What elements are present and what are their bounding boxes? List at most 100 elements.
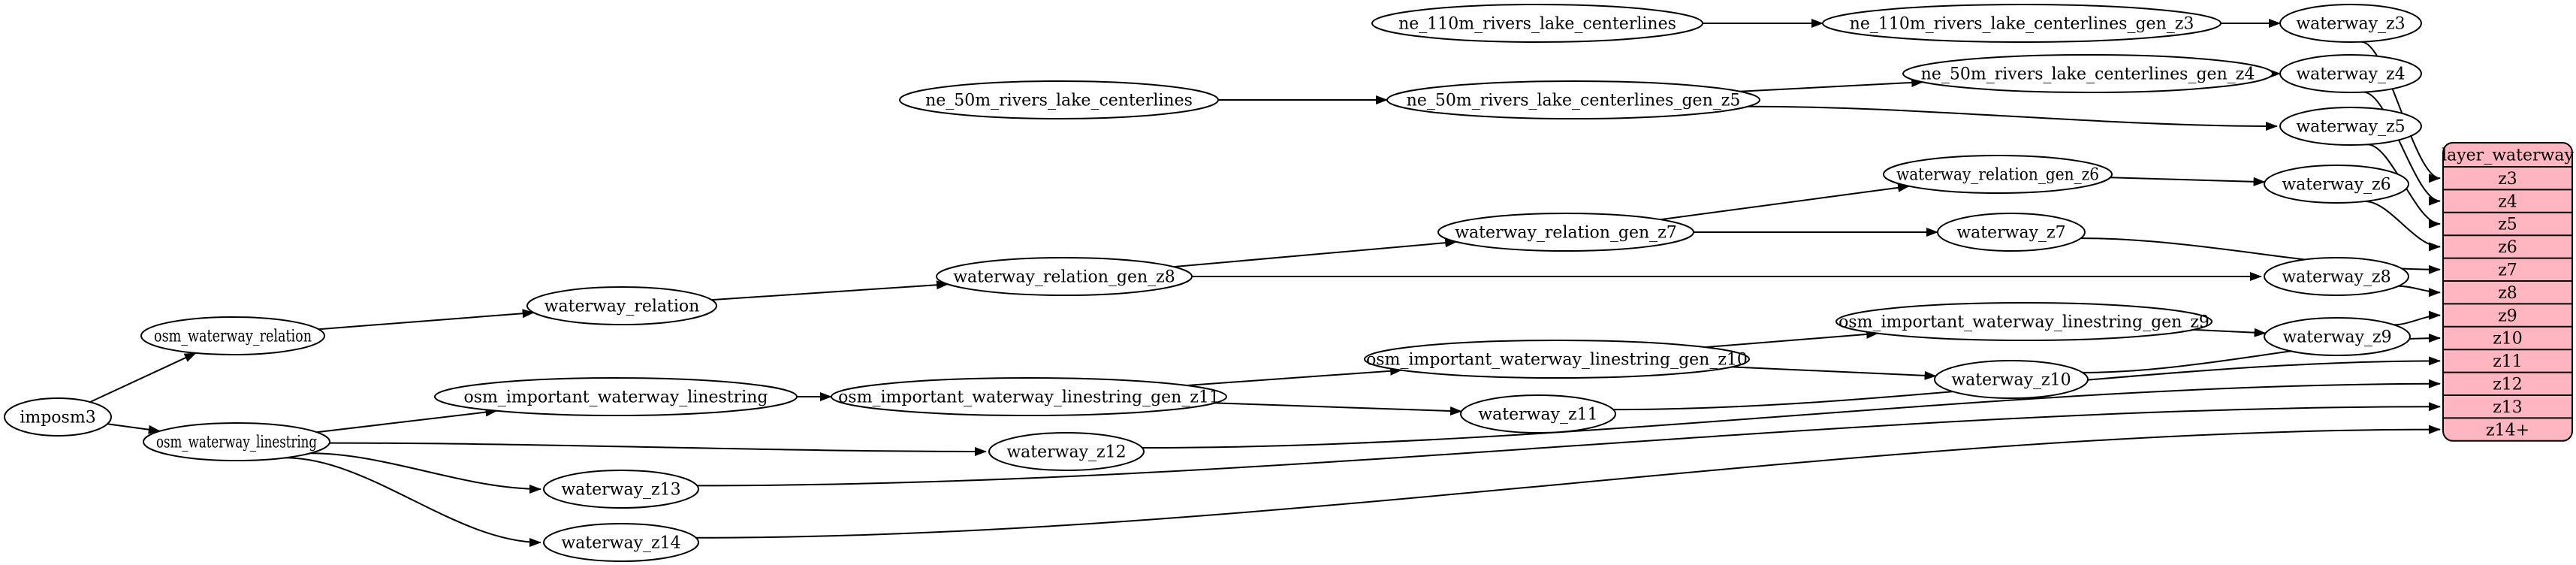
osm_important_waterway_linestring-ellipse bbox=[434, 377, 798, 416]
osm_important_waterway_linestring_gen_z9-label: osm_important_waterway_linestring_gen_z9 bbox=[1838, 313, 2210, 332]
edge-waterway_relation_gen_z8-to-waterway_relation_gen_z7 bbox=[1173, 238, 1458, 268]
node-waterway_relation: waterway_relation bbox=[526, 286, 717, 325]
node-waterway_z12: waterway_z12 bbox=[988, 432, 1145, 471]
edge-waterway_relation_gen_z7-to-waterway_relation_gen_z6 bbox=[1660, 183, 1911, 221]
node-waterway_z4: waterway_z4 bbox=[2279, 54, 2422, 93]
node-waterway_z3: waterway_z3 bbox=[2279, 4, 2422, 43]
waterway_z5-ellipse bbox=[2279, 107, 2422, 146]
node-waterway_z13: waterway_z13 bbox=[543, 470, 699, 509]
waterway_z11-ellipse bbox=[1460, 394, 1616, 434]
table-row-z4: z4 bbox=[2498, 192, 2517, 211]
table-row-z7: z7 bbox=[2498, 261, 2517, 280]
node-osm_important_waterway_linestring: osm_important_waterway_linestring bbox=[434, 377, 798, 416]
edge-layer bbox=[89, 19, 2441, 547]
edge-imposm3-to-osm_waterway_relation bbox=[89, 352, 197, 403]
node-ne_50m_rivers_lake_centerlines: ne_50m_rivers_lake_centerlines bbox=[899, 80, 1219, 119]
waterway_z11-label: waterway_z11 bbox=[1478, 406, 1597, 425]
edge-imposm3-to-osm_waterway_linestring bbox=[107, 423, 161, 434]
ne_50m_rivers_lake_centerlines-ellipse bbox=[899, 80, 1219, 119]
layer-waterway-table: layer_waterwayz3z4z5z6z7z8z9z10z11z12z13… bbox=[2442, 142, 2574, 442]
edge-osm_waterway_linestring-to-waterway_z14 bbox=[285, 457, 541, 547]
edge-waterway_z9-to-table-z9 bbox=[2394, 310, 2441, 326]
imposm3-label: imposm3 bbox=[20, 409, 95, 428]
edge-waterway_relation-to-waterway_relation_gen_z8 bbox=[711, 280, 949, 301]
node-ne_50m_rivers_lake_centerlines_gen_z4: ne_50m_rivers_lake_centerlines_gen_z4 bbox=[1902, 54, 2273, 93]
edge-waterway_z14-to-table-z14+ bbox=[695, 425, 2441, 539]
node-ne_110m_rivers_lake_centerlines_gen_z3: ne_110m_rivers_lake_centerlines_gen_z3 bbox=[1822, 4, 2222, 43]
waterway_z6-ellipse bbox=[2264, 165, 2409, 204]
edge-ne_50m_rivers_lake_centerlines_gen_z5-to-ne_50m_rivers_lake_centerlines_gen_z4 bbox=[1739, 77, 1924, 92]
waterway_z4-ellipse bbox=[2279, 54, 2422, 93]
waterway_relation_gen_z8-label: waterway_relation_gen_z8 bbox=[953, 268, 1175, 287]
osm_waterway_linestring-label: osm_waterway_linestring bbox=[156, 434, 317, 452]
node-osm_important_waterway_linestring_gen_z11: osm_important_waterway_linestring_gen_z1… bbox=[831, 377, 1227, 416]
waterway_z7-label: waterway_z7 bbox=[1956, 224, 2065, 243]
osm_important_waterway_linestring-label: osm_important_waterway_linestring bbox=[463, 388, 768, 407]
table-row-z8: z8 bbox=[2498, 284, 2517, 303]
node-osm_important_waterway_linestring_gen_z10: osm_important_waterway_linestring_gen_z1… bbox=[1364, 340, 1750, 379]
edge-waterway_z6-to-table-z6 bbox=[2364, 201, 2441, 252]
node-waterway_z11: waterway_z11 bbox=[1460, 394, 1616, 434]
waterway_z12-label: waterway_z12 bbox=[1006, 443, 1126, 462]
edge-osm_important_waterway_linestring_gen_z11-to-waterway_z11 bbox=[1214, 402, 1462, 415]
waterway_z4-label: waterway_z4 bbox=[2296, 65, 2405, 84]
osm_waterway_relation-label: osm_waterway_relation bbox=[154, 328, 312, 346]
node-waterway_relation_gen_z7: waterway_relation_gen_z7 bbox=[1437, 213, 1694, 252]
table-row-z13: z13 bbox=[2493, 398, 2523, 417]
node-waterway_z10: waterway_z10 bbox=[1934, 360, 2089, 399]
edge-osm_important_waterway_linestring_gen_z9-to-waterway_z9 bbox=[2193, 328, 2267, 337]
edge-waterway_z13-to-table-z13 bbox=[697, 402, 2441, 487]
waterway_z10-label: waterway_z10 bbox=[1951, 371, 2071, 390]
waterway_relation_gen_z6-ellipse bbox=[1883, 155, 2113, 194]
edge-osm_important_waterway_linestring_gen_z10-to-waterway_z10 bbox=[1731, 366, 1937, 380]
osm_important_waterway_linestring_gen_z10-label: osm_important_waterway_linestring_gen_z1… bbox=[1366, 351, 1748, 370]
node-waterway_z7: waterway_z7 bbox=[1937, 213, 2086, 252]
osm_important_waterway_linestring_gen_z9-ellipse bbox=[1835, 302, 2213, 341]
table-row-z12: z12 bbox=[2493, 376, 2523, 394]
waterway_z14-label: waterway_z14 bbox=[561, 534, 680, 553]
edge-osm_waterway_linestring-to-osm_important_waterway_linestring bbox=[316, 407, 498, 434]
waterway_z3-ellipse bbox=[2279, 4, 2422, 43]
edge-waterway_relation_gen_z6-to-waterway_z6 bbox=[2110, 177, 2266, 186]
waterway_relation_gen_z7-label: waterway_relation_gen_z7 bbox=[1455, 224, 1677, 243]
ne_110m_rivers_lake_centerlines-ellipse bbox=[1371, 4, 1703, 43]
node-waterway_z8: waterway_z8 bbox=[2264, 257, 2409, 296]
edge-waterway_z8-to-table-z8 bbox=[2398, 285, 2441, 298]
osm_important_waterway_linestring_gen_z11-label: osm_important_waterway_linestring_gen_z1… bbox=[838, 388, 1220, 407]
node-osm_important_waterway_linestring_gen_z9: osm_important_waterway_linestring_gen_z9 bbox=[1835, 302, 2213, 341]
waterway_z8-label: waterway_z8 bbox=[2282, 268, 2390, 287]
waterway_relation_gen_z8-ellipse bbox=[936, 257, 1193, 296]
table-row-z9: z9 bbox=[2498, 307, 2517, 325]
ne_110m_rivers_lake_centerlines_gen_z3-label: ne_110m_rivers_lake_centerlines_gen_z3 bbox=[1850, 15, 2194, 34]
edge-osm_important_waterway_linestring_gen_z11-to-osm_important_waterway_linestring_gen_z10 bbox=[1187, 366, 1403, 386]
edge-osm_waterway_linestring-to-waterway_z13 bbox=[310, 452, 541, 494]
osm_waterway_linestring-ellipse bbox=[143, 422, 330, 461]
waterway_z5-label: waterway_z5 bbox=[2296, 118, 2405, 137]
waterway_z14-ellipse bbox=[543, 523, 699, 562]
edge-osm_waterway_linestring-to-waterway_z12 bbox=[329, 442, 987, 456]
table-outline bbox=[2442, 142, 2573, 442]
node-ne_110m_rivers_lake_centerlines: ne_110m_rivers_lake_centerlines bbox=[1371, 4, 1703, 43]
waterway_z9-ellipse bbox=[2264, 317, 2411, 356]
node-waterway_z6: waterway_z6 bbox=[2264, 165, 2409, 204]
node-layer: imposm3 osm_waterway_relation osm_waterway… bbox=[4, 4, 2422, 562]
osm_important_waterway_linestring_gen_z10-ellipse bbox=[1364, 340, 1750, 379]
table-row-z11: z11 bbox=[2493, 352, 2523, 371]
ne_110m_rivers_lake_centerlines_gen_z3-ellipse bbox=[1822, 4, 2222, 43]
node-osm_waterway_linestring: osm_waterway_linestring bbox=[143, 422, 330, 461]
ne_50m_rivers_lake_centerlines_gen_z4-ellipse bbox=[1902, 54, 2273, 93]
edge-waterway_z3-to-table-z3 bbox=[2361, 41, 2441, 183]
table-row-z14plus: z14+ bbox=[2486, 421, 2529, 440]
osm_important_waterway_linestring_gen_z11-ellipse bbox=[831, 377, 1227, 416]
osm_waterway_relation-ellipse bbox=[140, 316, 325, 355]
node-waterway_z9: waterway_z9 bbox=[2264, 317, 2411, 356]
node-osm_waterway_relation: osm_waterway_relation bbox=[140, 316, 325, 355]
waterway_z13-label: waterway_z13 bbox=[561, 481, 680, 500]
table-row-z3: z3 bbox=[2498, 170, 2517, 189]
ne_110m_rivers_lake_centerlines-label: ne_110m_rivers_lake_centerlines bbox=[1398, 15, 1676, 34]
edge-waterway_z4-to-table-z4 bbox=[2363, 91, 2441, 206]
waterway_z7-ellipse bbox=[1937, 213, 2086, 252]
